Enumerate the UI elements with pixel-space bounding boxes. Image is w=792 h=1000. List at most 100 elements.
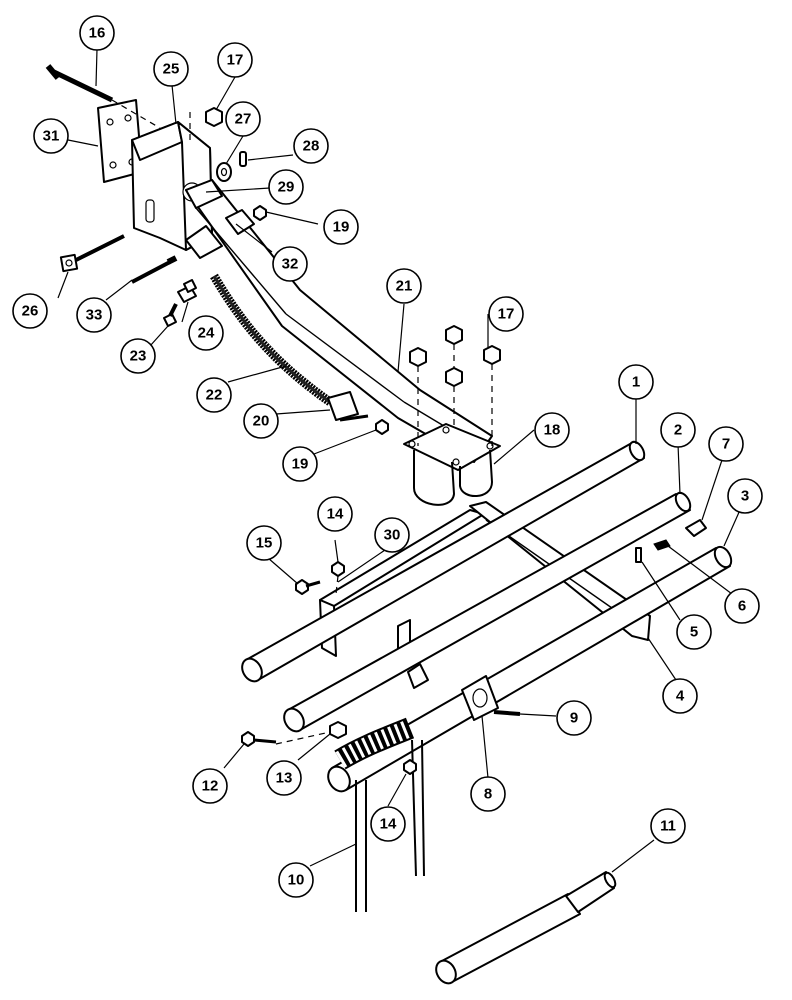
callout-circle: [534, 412, 570, 448]
nut-part-14-lower: [403, 759, 417, 775]
callout-circle: [370, 806, 406, 842]
callout-circle: [272, 246, 308, 282]
callout-14: 14: [317, 496, 353, 532]
hydraulic-hose-part-22: [210, 273, 333, 406]
callout-label: 30: [384, 527, 401, 544]
handle-part-7: [685, 519, 707, 537]
callout-label: 10: [288, 872, 305, 889]
callout-circle: [79, 15, 115, 51]
callout-circle: [268, 169, 304, 205]
callout-17: 17: [217, 42, 253, 78]
callout-circle: [556, 700, 592, 736]
callout-circle: [724, 588, 760, 624]
callout-26: 26: [12, 293, 48, 329]
callout-circle: [243, 403, 279, 439]
callout-20: 20: [243, 403, 279, 439]
callout-label: 32: [282, 256, 299, 273]
callout-label: 33: [86, 307, 103, 324]
callout-label: 5: [690, 624, 698, 641]
tube-part-11: [435, 871, 617, 985]
callout-circle: [662, 678, 698, 714]
callout-label: 3: [741, 488, 749, 505]
callout-circle: [153, 51, 189, 87]
pin-part-5: [635, 547, 642, 563]
nuts-part-17-stack: [409, 325, 501, 446]
nut-part-13: [329, 721, 347, 739]
callout-label: 27: [235, 111, 252, 128]
callout-circle: [188, 315, 224, 351]
callout-circle: [650, 808, 686, 844]
bolt-path-dash: [111, 99, 161, 129]
washer-part-27: [216, 162, 232, 182]
callout-4: 4: [662, 678, 698, 714]
fitting-part-24: [177, 279, 197, 303]
callout-14: 14: [370, 806, 406, 842]
callout-label: 15: [256, 535, 273, 552]
callout-label: 31: [43, 128, 60, 145]
callout-circle: [217, 42, 253, 78]
callout-2: 2: [660, 412, 696, 448]
callout-21: 21: [386, 268, 422, 304]
callout-28: 28: [293, 128, 329, 164]
latch-part-30b: [407, 663, 429, 689]
callout-circle: [374, 517, 410, 553]
callout-label: 22: [206, 387, 223, 404]
callout-circle: [76, 297, 112, 333]
callout-label: 14: [327, 506, 344, 523]
callout-circle: [323, 209, 359, 245]
callout-label: 6: [738, 598, 746, 615]
callout-9: 9: [556, 700, 592, 736]
callout-19: 19: [282, 446, 318, 482]
callout-circle: [470, 776, 506, 812]
nut-part-14-top: [331, 561, 345, 577]
callout-circle: [33, 118, 69, 154]
callout-19: 19: [323, 209, 359, 245]
callout-label: 24: [198, 325, 215, 342]
callout-16: 16: [79, 15, 115, 51]
callout-label: 19: [292, 456, 309, 473]
callout-circle: [278, 862, 314, 898]
callout-circle: [246, 525, 282, 561]
callout-32: 32: [272, 246, 308, 282]
tube-part-2: [283, 491, 692, 733]
callout-27: 27: [225, 101, 261, 137]
callout-circle: [660, 412, 696, 448]
callout-label: 23: [130, 348, 147, 365]
tube-part-3: [327, 545, 733, 793]
nut-part-17-top: [205, 107, 223, 127]
cylinder-part-20: [327, 391, 369, 422]
callout-label: 19: [333, 219, 350, 236]
clamp-part-32: [185, 209, 255, 259]
callout-label: 20: [253, 413, 270, 430]
callout-circle: [266, 760, 302, 796]
callout-6: 6: [724, 588, 760, 624]
callout-label: 21: [396, 278, 413, 295]
bolt-part-33: [131, 255, 178, 284]
callout-label: 28: [303, 138, 320, 155]
callout-10: 10: [278, 862, 314, 898]
nut-part-19-lower: [375, 419, 389, 435]
callout-label: 11: [660, 818, 676, 835]
pin-part-28: [239, 151, 247, 167]
callout-30: 30: [374, 517, 410, 553]
callout-label: 18: [544, 422, 561, 439]
bolt-part-12: [241, 731, 277, 747]
callout-7: 7: [708, 426, 744, 462]
bolt-part-15: [295, 579, 321, 595]
callout-label: 13: [276, 770, 293, 787]
leader-lines: [57, 48, 741, 873]
nut-part-19-upper: [253, 205, 267, 221]
callout-3: 3: [727, 478, 763, 514]
bracket-part-8: [461, 675, 499, 721]
callout-circle: [727, 478, 763, 514]
callout-label: 2: [674, 422, 682, 439]
callout-label: 9: [570, 710, 578, 727]
callout-circle: [708, 426, 744, 462]
pin-part-6: [653, 539, 671, 551]
callout-24: 24: [188, 315, 224, 351]
callout-label: 4: [676, 688, 685, 705]
callout-circle: [12, 293, 48, 329]
callout-31: 31: [33, 118, 69, 154]
